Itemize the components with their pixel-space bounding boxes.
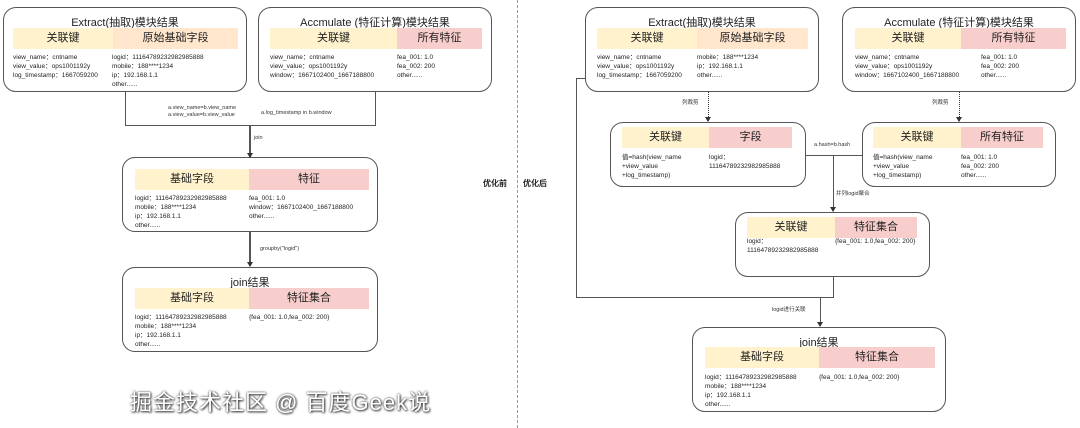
arrow-head-icon bbox=[247, 262, 253, 267]
box-title: join结果 bbox=[230, 277, 270, 289]
edge-label-hash: a.hash=b.hash bbox=[814, 142, 851, 148]
column-field-values: mobile：188****1234 ip：192.168.1.1 other.… bbox=[697, 54, 759, 79]
label-before: 优化前 bbox=[483, 179, 507, 188]
box-pruned-accumulate: 关联键所有特征值=hash(view_name +view_value +log… bbox=[862, 122, 1056, 187]
column-key-values: view_name：cntname view_value：ops1001192y… bbox=[13, 54, 98, 79]
header-key: 基础字段 bbox=[135, 288, 249, 309]
column-field-values: fea_001: 1.0 fea_002: 200 other...... bbox=[397, 54, 435, 79]
column-key-values: 值=hash(view_name +view_value +log_timest… bbox=[873, 154, 933, 179]
edge-label-prune: 列裁剪 bbox=[682, 100, 699, 106]
header-key: 关联键 bbox=[747, 217, 835, 238]
connector-line bbox=[249, 125, 251, 157]
box-extract-left: Extract(抽取)模块结果关联键原始基础字段 view_name：cntnam… bbox=[3, 7, 247, 92]
edge-label-logid-join: logid进行关联 bbox=[772, 307, 806, 313]
box-title: Accmulate (特征计算)模块结果 bbox=[300, 17, 450, 29]
connector-line bbox=[125, 92, 126, 125]
edge-label-prune: 列裁剪 bbox=[932, 100, 949, 106]
connector-line bbox=[833, 155, 834, 211]
connector-line bbox=[249, 232, 251, 266]
box-title: Extract(抽取)模块结果 bbox=[71, 17, 179, 29]
edge-label-join: join bbox=[254, 135, 263, 141]
column-key-values: logid：11164789232982985888 mobile：188***… bbox=[705, 374, 797, 408]
box-pruned-extract: 关联键字段值=hash(view_name +view_value +log_t… bbox=[610, 122, 806, 187]
header-value: 所有特征 bbox=[961, 127, 1043, 148]
header-key: 关联键 bbox=[873, 127, 961, 148]
edge-label-parallel-aggregate: 并列logid聚合 bbox=[836, 191, 870, 197]
box-aggregated: 关联键特征集合 logid： 11164789232982985888 {fea_0… bbox=[735, 212, 930, 277]
edge-label-join-condition: a.view_name=b.view_name a.view_value=b.v… bbox=[168, 105, 237, 118]
header-value: 特征集合 bbox=[819, 347, 935, 368]
box-result-left: join结果基础字段特征集合 logid：11164789232982985888… bbox=[122, 267, 378, 352]
column-field-values: {fea_001: 1.0,fea_002: 200} bbox=[819, 374, 900, 381]
watermark: 掘金技术社区 @ 百度Geek说 bbox=[130, 390, 432, 415]
header-value: 所有特征 bbox=[397, 28, 482, 49]
header-value: 字段 bbox=[709, 127, 792, 148]
box-title: join结果 bbox=[799, 337, 839, 349]
header-key: 关联键 bbox=[597, 28, 697, 49]
arrow-head-icon bbox=[247, 153, 253, 158]
box-extract-right: Extract(抽取)模块结果关联键原始基础字段 view_name：cntnam… bbox=[585, 7, 819, 92]
header-value: 所有特征 bbox=[961, 28, 1066, 49]
box-title: Extract(抽取)模块结果 bbox=[648, 17, 756, 29]
connector-line bbox=[375, 92, 376, 125]
connector-line bbox=[806, 155, 862, 156]
arrow-head-icon bbox=[830, 207, 836, 212]
arrow-head-icon bbox=[705, 117, 711, 122]
connector-line bbox=[820, 297, 821, 326]
column-key-values: view_name：cntname view_value：ops1001192y… bbox=[597, 54, 682, 79]
header-key: 关联键 bbox=[855, 28, 961, 49]
column-field-values: fea_001: 1.0 fea_002: 200 other...... bbox=[981, 54, 1019, 79]
column-key-values: logid： 11164789232982985888 bbox=[747, 238, 819, 254]
header-key: 关联键 bbox=[13, 28, 113, 49]
column-key-values: view_name：cntname view_value：ops1001192y… bbox=[270, 54, 375, 79]
column-field-values: logid： 11164789232982985888 bbox=[709, 154, 781, 170]
column-field-values: fea_001: 1.0 fea_002: 200 other...... bbox=[961, 154, 999, 179]
header-key: 关联键 bbox=[270, 28, 397, 49]
arrow-head-icon bbox=[817, 322, 823, 327]
connector-line bbox=[959, 92, 961, 121]
connector-line bbox=[576, 78, 577, 298]
label-after: 优化后 bbox=[523, 179, 547, 188]
column-field-values: {fea_001: 1.0,fea_002: 200} bbox=[249, 314, 330, 321]
header-value: 原始基础字段 bbox=[697, 28, 808, 49]
connector-line bbox=[708, 92, 710, 121]
header-value: 原始基础字段 bbox=[113, 28, 238, 49]
connector-line bbox=[833, 277, 834, 297]
column-key-values: 值=hash(view_name +view_value +log_timest… bbox=[622, 154, 682, 179]
edge-label-window-condition: a.log_timestamp in b.window bbox=[261, 110, 332, 116]
column-field-values: logid：11164789232982985888 mobile：188***… bbox=[112, 54, 204, 88]
column-key-values: logid：11164789232982985888 mobile：188***… bbox=[135, 314, 227, 348]
box-result-right: join结果基础字段特征集合 logid：11164789232982985888… bbox=[692, 327, 946, 412]
column-key-values: logid：11164789232982985888 mobile：188***… bbox=[135, 195, 227, 229]
header-value: 特征 bbox=[249, 169, 369, 190]
header-key: 基础字段 bbox=[135, 169, 249, 190]
edge-label-groupby: groupby("logid") bbox=[260, 246, 300, 252]
header-value: 特征集合 bbox=[835, 217, 917, 238]
header-key: 基础字段 bbox=[705, 347, 819, 368]
header-value: 特征集合 bbox=[249, 288, 369, 309]
column-field-values: {fea_001: 1.0,fea_002: 200} bbox=[835, 238, 916, 245]
box-title: Accmulate (特征计算)模块结果 bbox=[884, 17, 1034, 29]
divider bbox=[517, 0, 518, 428]
column-key-values: view_name：cntname view_value：ops1001192y… bbox=[855, 54, 960, 79]
arrow-head-icon bbox=[956, 117, 962, 122]
connector-line bbox=[576, 297, 834, 298]
connector-line bbox=[576, 78, 585, 79]
header-key: 关联键 bbox=[622, 127, 709, 148]
box-joined-left: 基础字段特征 logid：11164789232982985888 mobile：… bbox=[122, 157, 378, 232]
box-accumulate-left: Accmulate (特征计算)模块结果关联键所有特征 view_name：cnt… bbox=[258, 7, 492, 92]
column-field-values: fea_001: 1.0 window：1667102400_166718880… bbox=[249, 195, 354, 220]
